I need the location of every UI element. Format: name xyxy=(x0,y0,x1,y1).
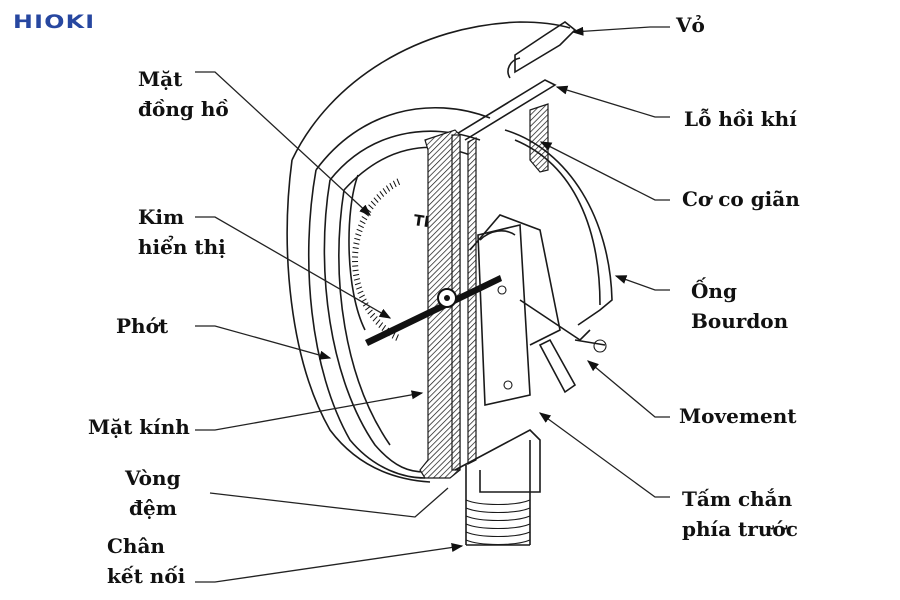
label-line: Movement xyxy=(679,404,797,428)
thread-ridge xyxy=(465,499,531,505)
label-vo: Vỏ xyxy=(676,10,705,40)
thread-ridge xyxy=(465,539,531,545)
dial-tick xyxy=(354,237,361,241)
label-line: đệm xyxy=(129,496,177,520)
thread-ridge xyxy=(465,523,531,529)
dial-tick xyxy=(396,178,401,186)
label-line: Bourdon xyxy=(691,309,789,333)
dial-tick xyxy=(361,216,368,221)
dial-tick xyxy=(356,286,363,290)
dial-tick xyxy=(395,334,399,341)
dial-tick xyxy=(353,278,360,281)
dial-tick xyxy=(370,200,377,207)
dial-tick xyxy=(357,224,364,229)
dial-tick xyxy=(391,332,396,339)
thread-ridge xyxy=(465,531,531,537)
case-shell xyxy=(286,21,577,483)
label-line: Kim xyxy=(138,205,185,229)
dial-tick xyxy=(359,220,366,225)
label-line: kết nối xyxy=(107,564,186,588)
dial-tick xyxy=(354,282,361,286)
thread-ridge xyxy=(465,515,531,521)
dial-tick xyxy=(376,194,382,200)
front-section xyxy=(419,103,549,479)
label-phot: Phớt xyxy=(116,311,168,341)
label-movement: Movement xyxy=(679,401,797,431)
hioki-logo: HIOKI xyxy=(13,11,96,33)
label-line: phía trước xyxy=(682,517,798,541)
dial-tick xyxy=(352,247,359,249)
dial-tick xyxy=(357,290,364,295)
dial-tick xyxy=(352,269,359,272)
label-line: Ống xyxy=(691,279,737,303)
dial-tick xyxy=(355,233,362,237)
dial-tick xyxy=(356,228,363,233)
label-line: Mặt xyxy=(138,67,183,91)
dial-tick xyxy=(359,294,365,299)
label-line: hiển thị xyxy=(138,235,226,259)
dial-tick xyxy=(375,319,381,325)
label-line: Phớt xyxy=(116,314,169,338)
label-line: Chân xyxy=(107,534,165,558)
dial-tick xyxy=(373,197,379,203)
label-line: đồng hồ xyxy=(138,97,229,121)
label-chan-ket-noi: Chân kết nối xyxy=(107,531,185,591)
label-lo-hoi-khi: Lỗ hồi khí xyxy=(684,104,797,134)
label-line: Vòng xyxy=(125,466,181,490)
label-line: Cơ co giãn xyxy=(682,187,800,211)
label-kim-hien-thi: Kim hiển thị xyxy=(138,202,226,262)
dial-tick xyxy=(381,324,387,331)
label-tam-chan: Tấm chắn phía trước xyxy=(682,484,798,544)
thread-ridge xyxy=(465,507,531,513)
label-ong-bourdon: Ống Bourdon xyxy=(691,276,788,336)
label-line: Vỏ xyxy=(676,13,705,37)
socket-connection xyxy=(454,429,541,546)
label-co-co-gian: Cơ co giãn xyxy=(682,184,800,214)
dial-tick xyxy=(379,190,385,197)
label-line: Mặt kính xyxy=(88,415,190,439)
dial-tick xyxy=(385,185,391,192)
label-mat-kinh: Mặt kính xyxy=(88,412,190,442)
leader-lines xyxy=(195,26,670,583)
dial-tick xyxy=(367,309,373,315)
label-line: Lỗ hồi khí xyxy=(684,107,797,131)
movement-mechanism xyxy=(469,214,607,406)
dial-tick xyxy=(392,180,397,188)
dial-tick xyxy=(352,251,359,254)
dial-tick xyxy=(369,312,376,319)
dial-tick xyxy=(368,204,374,210)
dial-tick xyxy=(378,322,384,328)
dial-tick xyxy=(353,242,360,245)
dial-tick xyxy=(353,273,360,277)
label-vong-dem: Vòng đệm xyxy=(125,463,181,523)
bourdon-tube xyxy=(504,129,613,326)
dial-tick xyxy=(372,316,378,322)
dial-tick xyxy=(365,305,371,311)
dial-tick xyxy=(389,182,394,190)
dial-tick xyxy=(382,188,388,195)
label-mat-dong-ho: Mặt đồng hồ xyxy=(138,64,229,124)
pointer-needle xyxy=(365,275,502,346)
label-line: Tấm chắn xyxy=(682,487,793,511)
